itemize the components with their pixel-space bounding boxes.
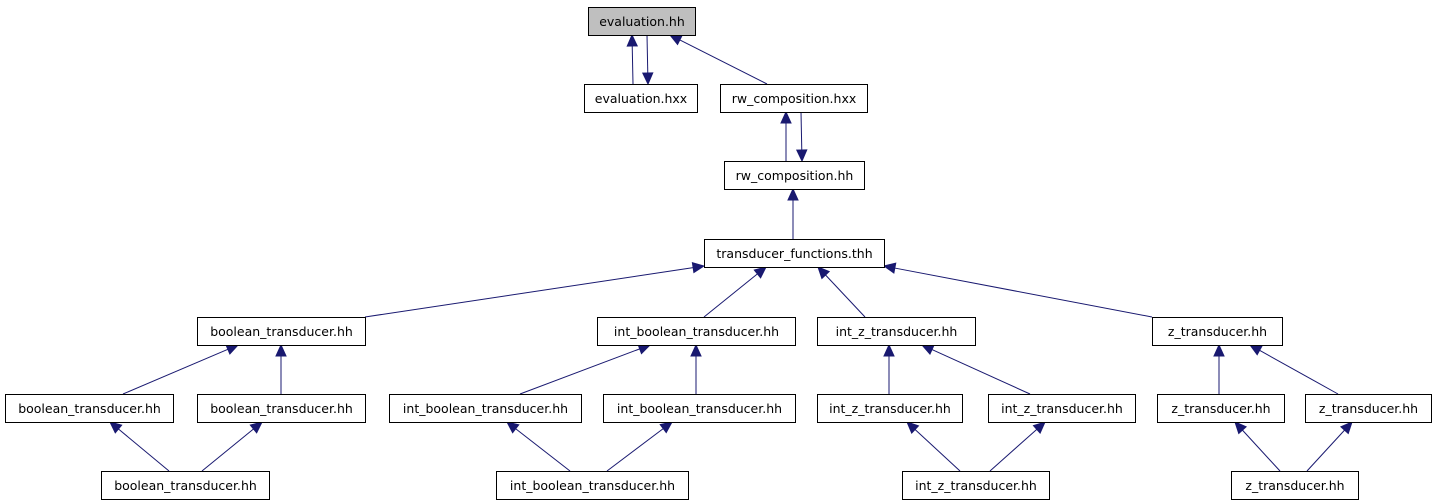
graph-node-ib3a[interactable]: int_boolean_transducer.hh — [389, 394, 582, 423]
node-label: z_transducer.hh — [1167, 324, 1268, 339]
arrowhead-icon — [1032, 421, 1046, 434]
edge-z2-to-transducer_functions_thh — [894, 267, 1153, 318]
graph-node-evaluation-hxx[interactable]: evaluation.hxx — [584, 84, 698, 113]
graph-node-rw-composition-hh[interactable]: rw_composition.hh — [724, 161, 865, 190]
arrowhead-icon — [787, 187, 799, 201]
node-label: z_transducer.hh — [1245, 478, 1345, 493]
edge-z3b-to-z2 — [1259, 349, 1339, 395]
node-label: evaluation.hxx — [594, 91, 688, 106]
node-label: int_boolean_transducer.hh — [616, 401, 783, 416]
arrowhead-icon — [691, 261, 706, 274]
graph-node-iz4[interactable]: int_z_transducer.hh — [902, 471, 1050, 500]
edge-z4-to-z3a — [1242, 429, 1281, 472]
edge-iz4-to-iz3a — [914, 429, 961, 472]
arrowhead-icon — [641, 72, 654, 86]
edge-z4-to-z3b — [1306, 429, 1345, 472]
graph-node-z3b[interactable]: z_transducer.hh — [1305, 394, 1432, 423]
arrowhead-icon — [668, 34, 683, 46]
node-label: rw_composition.hh — [735, 168, 854, 183]
graph-node-ib4[interactable]: int_boolean_transducer.hh — [496, 471, 689, 500]
graph-node-z2[interactable]: z_transducer.hh — [1152, 317, 1283, 346]
graph-node-z3a[interactable]: z_transducer.hh — [1157, 394, 1285, 423]
graph-node-ib3b[interactable]: int_boolean_transducer.hh — [603, 394, 796, 423]
edge-evaluation_hh-to-evaluation_hxx — [646, 34, 649, 74]
arrowhead-icon — [1248, 344, 1263, 356]
graph-node-b2[interactable]: boolean_transducer.hh — [197, 317, 366, 346]
arrowhead-icon — [883, 343, 895, 357]
node-label: boolean_transducer.hh — [210, 401, 353, 416]
graph-node-b3b[interactable]: boolean_transducer.hh — [197, 394, 366, 423]
graph-node-b4[interactable]: boolean_transducer.hh — [101, 471, 270, 500]
edge-ib4-to-ib3a — [515, 428, 571, 472]
node-label: boolean_transducer.hh — [114, 478, 257, 493]
arrowhead-icon — [1213, 343, 1225, 357]
edge-b3a-to-b2 — [122, 348, 229, 395]
arrowhead-icon — [225, 344, 240, 355]
arrowhead-icon — [690, 343, 702, 357]
edge-iz3b-to-iz2 — [931, 349, 1031, 395]
edge-b4-to-b3b — [201, 428, 254, 472]
arrowhead-icon — [659, 421, 673, 434]
edge-rw_composition_hxx-to-evaluation_hh — [679, 39, 768, 85]
arrowhead-icon — [920, 344, 935, 356]
graph-node-transducer-functions-thh[interactable]: transducer_functions.thh — [704, 239, 885, 268]
arrowhead-icon — [795, 149, 808, 163]
edge-rw_composition_hxx-to-rw_composition_hh — [800, 111, 803, 151]
graph-node-iz2[interactable]: int_z_transducer.hh — [817, 317, 976, 346]
arrowhead-icon — [275, 343, 287, 357]
arrowhead-icon — [109, 421, 123, 434]
node-label: z_transducer.hh — [1171, 401, 1271, 416]
graph-node-ib2[interactable]: int_boolean_transducer.hh — [597, 317, 796, 346]
node-label: boolean_transducer.hh — [210, 324, 353, 339]
graph-node-iz3b[interactable]: int_z_transducer.hh — [988, 394, 1136, 423]
arrowhead-icon — [753, 266, 767, 279]
arrowhead-icon — [626, 33, 639, 47]
arrowhead-icon — [906, 421, 920, 435]
node-label: int_z_transducer.hh — [829, 401, 951, 416]
node-label: int_boolean_transducer.hh — [509, 478, 676, 493]
graph-node-z4[interactable]: z_transducer.hh — [1231, 471, 1359, 500]
graph-node-b3a[interactable]: boolean_transducer.hh — [5, 394, 174, 423]
edge-iz2-to-transducer_functions_thh — [825, 274, 866, 318]
graph-node-evaluation-hh: evaluation.hh — [588, 7, 696, 36]
arrowhead-icon — [249, 421, 263, 434]
node-label: evaluation.hh — [599, 14, 685, 29]
edge-b4-to-b3a — [118, 428, 170, 472]
arrowhead-icon — [506, 421, 520, 434]
arrowhead-icon — [882, 262, 897, 274]
edge-ib4-to-ib3b — [606, 428, 664, 472]
graph-node-rw-composition-hxx[interactable]: rw_composition.hxx — [720, 84, 868, 113]
edge-iz4-to-iz3b — [989, 428, 1038, 472]
arrowhead-icon — [817, 266, 831, 280]
edge-ib3a-to-ib2 — [519, 348, 640, 395]
node-label: z_transducer.hh — [1318, 401, 1419, 416]
graph-node-iz3a[interactable]: int_z_transducer.hh — [817, 394, 963, 423]
node-label: rw_composition.hxx — [731, 91, 857, 106]
arrowhead-icon — [780, 110, 792, 124]
node-label: int_z_transducer.hh — [835, 324, 958, 339]
edge-ib2-to-transducer_functions_thh — [703, 273, 758, 318]
node-label: boolean_transducer.hh — [18, 401, 161, 416]
node-label: int_z_transducer.hh — [1001, 401, 1123, 416]
edge-evaluation_hxx-to-evaluation_hh — [631, 45, 634, 85]
node-label: int_boolean_transducer.hh — [402, 401, 569, 416]
node-label: transducer_functions.thh — [716, 246, 873, 261]
node-label: int_z_transducer.hh — [915, 478, 1037, 493]
arrowhead-icon — [1234, 421, 1248, 435]
node-label: int_boolean_transducer.hh — [613, 324, 780, 339]
edge-b2-to-transducer_functions_thh — [364, 267, 694, 318]
arrowhead-icon — [1339, 421, 1353, 435]
